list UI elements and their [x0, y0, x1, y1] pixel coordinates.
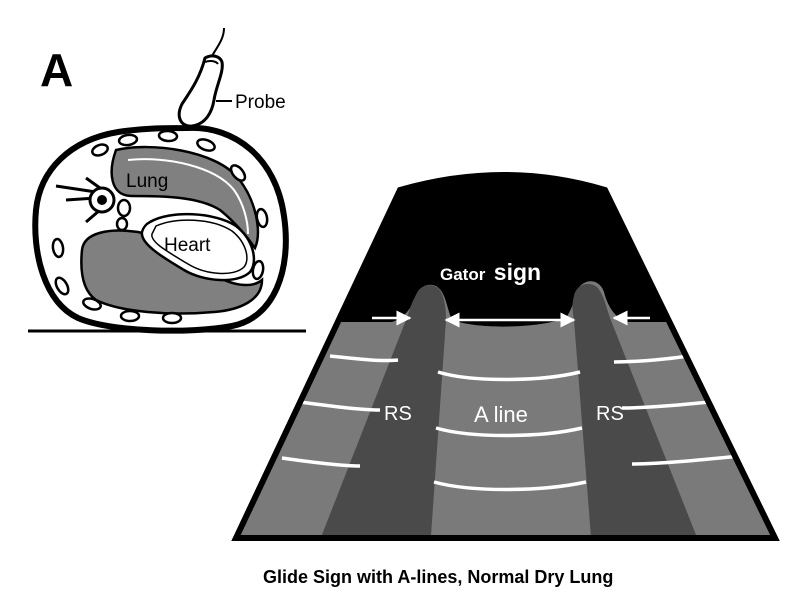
- upper-lung-inner-line: [127, 158, 249, 235]
- probe-label: Probe: [235, 92, 286, 113]
- probe-body: [177, 54, 224, 128]
- rib: [255, 207, 269, 229]
- rib: [91, 143, 109, 157]
- rib: [54, 276, 70, 296]
- ultrasound-fan-outline: [231, 172, 780, 541]
- a-line: [435, 426, 583, 438]
- ribs: [51, 129, 269, 325]
- figure-caption: Glide Sign with A-lines, Normal Dry Lung: [263, 567, 613, 587]
- rib: [82, 297, 102, 311]
- aorta: [116, 198, 132, 218]
- a-line: [329, 354, 399, 363]
- rib: [51, 237, 65, 259]
- rib: [117, 133, 139, 147]
- gator-sign-label: Gator sign: [440, 259, 541, 285]
- a-line: [433, 480, 587, 492]
- rib-shadow-right: [572, 283, 702, 538]
- rib: [251, 259, 265, 281]
- rib-shadow-left-label: RS: [384, 403, 412, 425]
- a-line: [437, 370, 581, 382]
- rib: [229, 164, 247, 182]
- a-line: [281, 456, 361, 468]
- esophagus: [115, 216, 129, 232]
- rib: [119, 309, 141, 323]
- a-line: [631, 454, 741, 466]
- rib-shadow-right-label: RS: [596, 403, 624, 425]
- panel-letter: A: [40, 44, 73, 96]
- spine: [55, 176, 116, 224]
- lung-label: Lung: [126, 171, 168, 192]
- heart-inner-outline: [151, 219, 248, 275]
- heart-label: Heart: [164, 235, 211, 256]
- a-line-label: A line: [474, 402, 528, 427]
- a-line: [299, 400, 381, 412]
- rib: [196, 138, 216, 152]
- rib: [161, 311, 183, 325]
- ultrasound-image: Gator sign RS A line RS: [231, 172, 780, 541]
- probe-cable: [210, 27, 225, 59]
- chest-cross-section: Probe Lung Heart: [28, 27, 306, 334]
- heart: [140, 212, 256, 282]
- rib: [157, 129, 179, 143]
- probe: [177, 27, 232, 128]
- rib-shadow-left: [316, 285, 446, 538]
- pleural-glide-arrows: [372, 310, 650, 328]
